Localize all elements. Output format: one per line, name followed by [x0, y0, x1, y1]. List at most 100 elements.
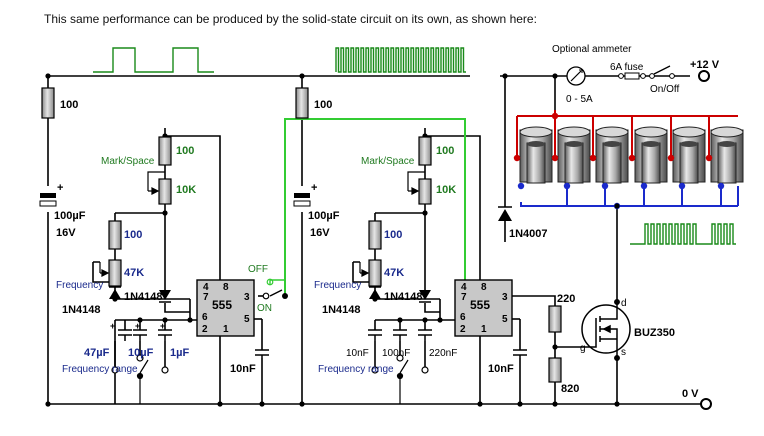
left-r-mark-label: 100 — [176, 145, 194, 157]
power-input — [566, 65, 712, 410]
svg-text:5: 5 — [244, 314, 250, 325]
right-stage-labels: 100 100µF 16V Mark/Space 100 10K 100 47K… — [308, 99, 514, 375]
coil-core-top — [565, 141, 583, 147]
coil-nodes — [513, 112, 713, 162]
output-burst-waveform — [630, 223, 736, 245]
supply-terminal-icon — [698, 70, 710, 82]
mosfet-gate-label: g — [580, 343, 586, 354]
protection-diode-label: 1N4007 — [509, 228, 548, 240]
supply-capacitors: + + — [39, 182, 317, 207]
svg-text:+: + — [311, 182, 317, 194]
range-selectors — [111, 354, 429, 404]
waveforms — [93, 47, 736, 245]
right-cap-label: 100µF — [308, 210, 340, 222]
left-range-label: Frequency range — [62, 364, 138, 375]
svg-text:+: + — [135, 321, 140, 331]
switch-on-label: ON — [257, 303, 272, 314]
coil-core-top — [603, 141, 621, 147]
power-labels: Optional ammeter 0 - 5A 6A fuse On/Off +… — [552, 44, 720, 400]
svg-text:3: 3 — [502, 292, 508, 303]
ground-terminal-icon — [700, 398, 712, 410]
ammeter-range-label: 0 - 5A — [566, 94, 593, 105]
svg-text:7: 7 — [203, 292, 209, 303]
coil-can-top — [595, 126, 629, 138]
left-cap-10-label: 10µF — [128, 347, 154, 359]
mosfet-drain-label: d — [621, 298, 627, 309]
coil-bank — [519, 126, 744, 184]
svg-text:3: 3 — [244, 292, 250, 303]
svg-text:8: 8 — [223, 282, 229, 293]
coil-can-top — [672, 126, 706, 138]
right-r-freq-label: 100 — [384, 229, 402, 241]
resistor-r1-left — [41, 87, 55, 119]
coil-can-top — [634, 126, 668, 138]
left-diode-a-label: 1N4148 — [62, 304, 101, 316]
svg-text:2: 2 — [460, 324, 466, 335]
svg-text:1: 1 — [223, 324, 229, 335]
right-r-top-label: 100 — [314, 99, 332, 111]
right-mark-space-label: Mark/Space — [361, 156, 415, 167]
green-link-wire — [284, 118, 466, 296]
coil-can-top — [557, 126, 591, 138]
right-frequency-label: Frequency — [314, 280, 361, 291]
left-stage-labels: 100 100µF 16V Mark/Space 100 10K 100 47K… — [54, 99, 272, 375]
right-range-label: Frequency range — [318, 364, 394, 375]
svg-text:4: 4 — [203, 282, 209, 293]
pot-freq-left — [108, 259, 122, 287]
svg-text:+: + — [160, 321, 165, 331]
resistor-freq-left — [108, 220, 122, 250]
right-diode-b-label: 1N4148 — [384, 291, 423, 303]
pot-freq-right — [368, 259, 382, 287]
resistor-r1-right — [295, 87, 309, 119]
switch-off-label: OFF — [248, 264, 268, 275]
left-mark-space-label: Mark/Space — [101, 156, 155, 167]
caption-text: This same performance can be produced by… — [44, 12, 537, 26]
left-cap-pin5-label: 10nF — [230, 363, 256, 375]
svg-text:6: 6 — [460, 312, 466, 323]
coil-can-top — [519, 126, 553, 138]
coil-core — [641, 142, 661, 184]
slow-square-waveform — [93, 47, 214, 73]
output-labels: 220 820 BUZ350 d g s 1N4007 — [509, 228, 675, 395]
left-r-top-label: 100 — [60, 99, 78, 111]
right-r-mark-label: 100 — [436, 145, 454, 157]
mosfet-source-label: s — [621, 347, 626, 358]
resistor-gate — [548, 305, 562, 333]
resistor-mark-right — [418, 136, 432, 166]
fuse-icon — [624, 72, 640, 80]
pulldown-resistor-label: 820 — [561, 383, 579, 395]
resistor-mark-left — [158, 136, 172, 166]
coil-core-top — [527, 141, 545, 147]
svg-text:6: 6 — [202, 312, 208, 323]
left-cap-47-label: 47µF — [84, 347, 110, 359]
resistor-pulldown — [548, 357, 562, 383]
timer-chips — [196, 279, 513, 337]
left-cap-label: 100µF — [54, 210, 86, 222]
left-frequency-label: Frequency — [56, 280, 103, 291]
right-diode-a-label: 1N4148 — [322, 304, 361, 316]
ground-label: 0 V — [682, 388, 699, 400]
left-r-freq-label: 100 — [124, 229, 142, 241]
resistors — [41, 87, 562, 383]
gate-resistor-label: 220 — [557, 293, 575, 305]
left-diode-b-label: 1N4148 — [124, 291, 163, 303]
coil-core — [602, 142, 622, 184]
chip-label-left: 555 — [212, 298, 232, 312]
coil-core — [564, 142, 584, 184]
pot-mark-left — [158, 178, 172, 205]
coil-core-top — [680, 141, 698, 147]
fast-square-waveform — [335, 47, 466, 73]
coil-can-top — [710, 126, 744, 138]
right-cap-pin5-label: 10nF — [488, 363, 514, 375]
left-pot-freq-label: 47K — [124, 267, 144, 279]
chip-label-right: 555 — [470, 298, 490, 312]
diodes — [109, 206, 512, 303]
resistor-freq-right — [368, 220, 382, 250]
svg-text:2: 2 — [202, 324, 208, 335]
coil-core-top — [642, 141, 660, 147]
mosfet-label: BUZ350 — [634, 327, 675, 339]
right-pot-mark-label: 10K — [436, 184, 456, 196]
